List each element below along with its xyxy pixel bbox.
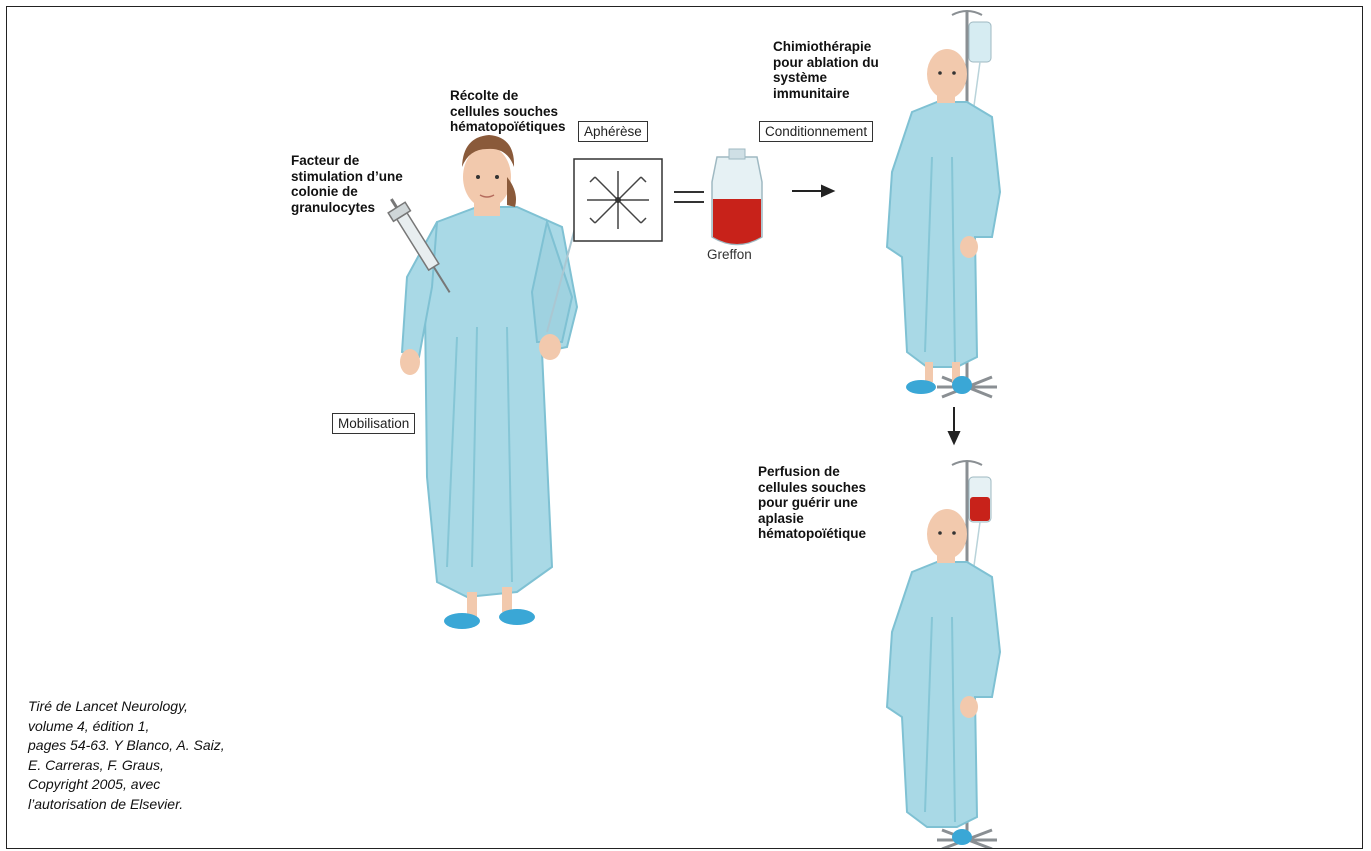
label-apheresis: Aphérèse <box>578 121 648 142</box>
label-mobilisation: Mobilisation <box>332 413 415 434</box>
conditioning-patient-figure <box>887 11 1000 397</box>
label-conditioning: Conditionnement <box>759 121 873 142</box>
arrow-down <box>949 407 959 443</box>
label-infusion: Perfusion de cellules souches pour guéri… <box>758 464 866 542</box>
donor-patient-figure <box>400 135 577 629</box>
label-graft: Greffon <box>707 247 752 262</box>
figure-frame: Facteur de stimulation d’une colonie de … <box>6 6 1363 849</box>
label-growth-factor: Facteur de stimulation d’une colonie de … <box>291 153 403 215</box>
source-credit: Tiré de Lancet Neurology, volume 4, édit… <box>28 697 225 814</box>
graft-bag <box>712 149 762 245</box>
arrow-right <box>792 186 833 196</box>
equals-sign <box>674 192 704 202</box>
apheresis-machine <box>574 159 662 241</box>
label-stem-cell-harvest: Récolte de cellules souches hématopoïéti… <box>450 88 566 135</box>
label-chemotherapy: Chimiothérapie pour ablation du système … <box>773 39 879 101</box>
perfusion-patient-figure <box>887 461 1000 849</box>
